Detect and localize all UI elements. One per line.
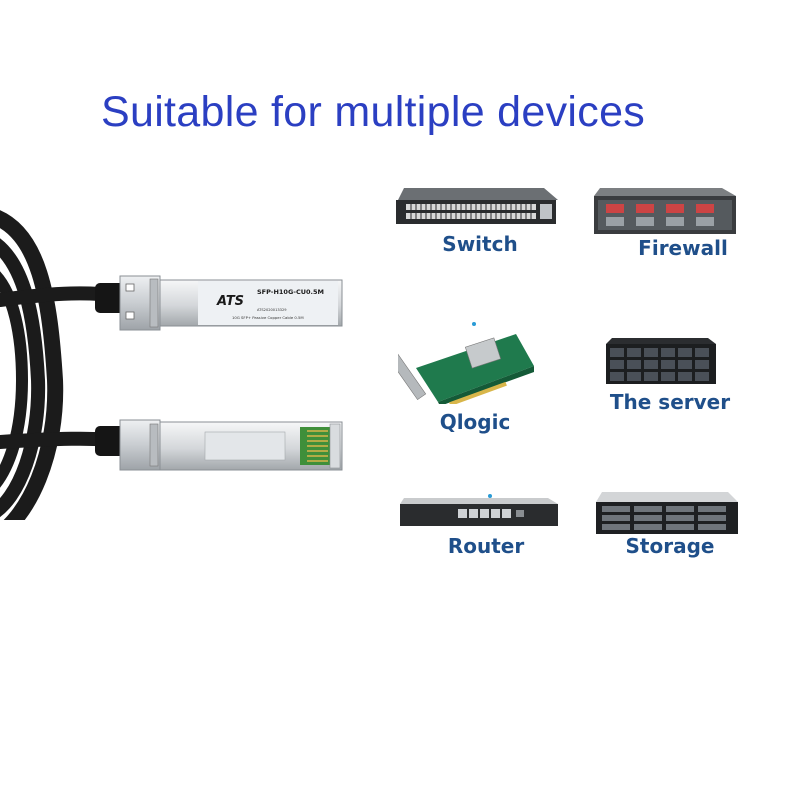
device-label-storage: Storage bbox=[625, 534, 715, 558]
network-interface-card-icon bbox=[398, 322, 534, 404]
router-icon bbox=[400, 494, 558, 526]
module-model: SFP-H10G-CU0.5M bbox=[257, 288, 324, 296]
firewall-appliance-icon bbox=[594, 188, 736, 234]
module-serial: ATS2020013329 bbox=[257, 308, 287, 312]
device-label-qlogic: Qlogic bbox=[439, 410, 511, 434]
module-description: 10G SFP+ Passive Copper Cable 0.5M bbox=[232, 315, 304, 320]
device-label-router: Router bbox=[447, 534, 525, 558]
device-label-server: The server bbox=[609, 390, 731, 414]
device-label-switch: Switch bbox=[442, 232, 518, 256]
headline: Suitable for multiple devices bbox=[101, 88, 646, 136]
sfp-cable-image: ATS SFP-H10G-CU0.5M ATS2020013329 10G SF… bbox=[0, 210, 343, 520]
network-switch-icon bbox=[396, 188, 558, 224]
module-brand: ATS bbox=[216, 294, 244, 309]
storage-array-icon bbox=[596, 492, 738, 534]
device-label-firewall: Firewall bbox=[638, 236, 728, 260]
rack-server-icon bbox=[606, 338, 716, 384]
